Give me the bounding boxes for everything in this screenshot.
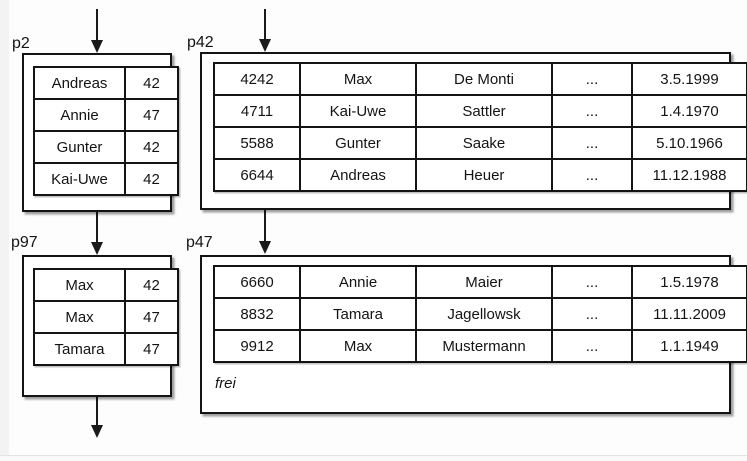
arrowhead-icon bbox=[258, 39, 271, 52]
arrowhead-icon bbox=[90, 40, 103, 53]
bottom-edge-line bbox=[0, 455, 747, 461]
table-cell: 4242 bbox=[213, 62, 301, 96]
table-cell: ... bbox=[551, 62, 633, 96]
arrow-down-into-p2 bbox=[90, 9, 104, 53]
page-label-p2: p2 bbox=[12, 35, 30, 52]
arrow-shaft bbox=[96, 9, 98, 41]
arrowhead-icon bbox=[258, 241, 271, 254]
arrow-p2-to-p97 bbox=[90, 212, 104, 255]
table-cell: Sattler bbox=[415, 94, 553, 128]
table-cell: ... bbox=[551, 94, 633, 128]
table-cell: ... bbox=[551, 265, 633, 299]
table-cell: Tamara bbox=[299, 297, 417, 331]
table-cell: ... bbox=[551, 126, 633, 160]
table-cell: 5.10.1966 bbox=[631, 126, 747, 160]
table-cell: Saake bbox=[415, 126, 553, 160]
arrow-out-of-p97 bbox=[90, 397, 104, 438]
table-cell: Annie bbox=[299, 265, 417, 299]
arrow-shaft bbox=[96, 397, 98, 426]
table-cell: Kai-Uwe bbox=[33, 162, 126, 196]
table-cell: 47 bbox=[124, 332, 179, 366]
table-cell: Gunter bbox=[33, 130, 126, 164]
page-label-p47: p47 bbox=[186, 234, 213, 251]
table-cell: Jagellowsk bbox=[415, 297, 553, 331]
arrow-shaft bbox=[96, 212, 98, 243]
arrow-shaft bbox=[264, 210, 266, 242]
table-cell: De Monti bbox=[415, 62, 553, 96]
table-cell: 1.4.1970 bbox=[631, 94, 747, 128]
table-cell: Tamara bbox=[33, 332, 126, 366]
table-cell: 11.11.2009 bbox=[631, 297, 747, 331]
table-cell: Andreas bbox=[299, 158, 417, 192]
table-cell: Annie bbox=[33, 98, 126, 132]
table-cell: Mustermann bbox=[415, 329, 553, 363]
table-cell: 42 bbox=[124, 268, 179, 302]
arrow-shaft bbox=[264, 9, 266, 40]
table-cell: ... bbox=[551, 297, 633, 331]
arrowhead-icon bbox=[90, 242, 103, 255]
table-cell: 6644 bbox=[213, 158, 301, 192]
table-cell: 42 bbox=[124, 66, 179, 100]
table-cell: Max bbox=[33, 268, 126, 302]
table-cell: Maier bbox=[415, 265, 553, 299]
table-cell: 8832 bbox=[213, 297, 301, 331]
table-cell: 1.5.1978 bbox=[631, 265, 747, 299]
table-cell: 1.1.1949 bbox=[631, 329, 747, 363]
page-label-p97: p97 bbox=[11, 234, 38, 251]
table-cell: Max bbox=[299, 62, 417, 96]
arrow-down-into-p42 bbox=[258, 9, 272, 52]
table-cell: 3.5.1999 bbox=[631, 62, 747, 96]
arrowhead-icon bbox=[90, 425, 103, 438]
table-cell: Kai-Uwe bbox=[299, 94, 417, 128]
table-cell: Max bbox=[299, 329, 417, 363]
table-cell: 4711 bbox=[213, 94, 301, 128]
table-cell: 11.12.1988 bbox=[631, 158, 747, 192]
table-cell: Heuer bbox=[415, 158, 553, 192]
table-cell: 47 bbox=[124, 300, 179, 334]
table-cell: Andreas bbox=[33, 66, 126, 100]
table-cell: 42 bbox=[124, 130, 179, 164]
table-cell: 9912 bbox=[213, 329, 301, 363]
left-edge-strip bbox=[0, 0, 9, 460]
table-cell: 42 bbox=[124, 162, 179, 196]
table-cell: ... bbox=[551, 158, 633, 192]
table-cell: 6660 bbox=[213, 265, 301, 299]
table-cell: 5588 bbox=[213, 126, 301, 160]
arrow-p42-to-p47 bbox=[258, 210, 272, 254]
table-cell: Gunter bbox=[299, 126, 417, 160]
table-cell: ... bbox=[551, 329, 633, 363]
table-cell: Max bbox=[33, 300, 126, 334]
free-space-label: frei bbox=[215, 375, 236, 392]
table-cell: 47 bbox=[124, 98, 179, 132]
page-label-p42: p42 bbox=[187, 34, 214, 51]
